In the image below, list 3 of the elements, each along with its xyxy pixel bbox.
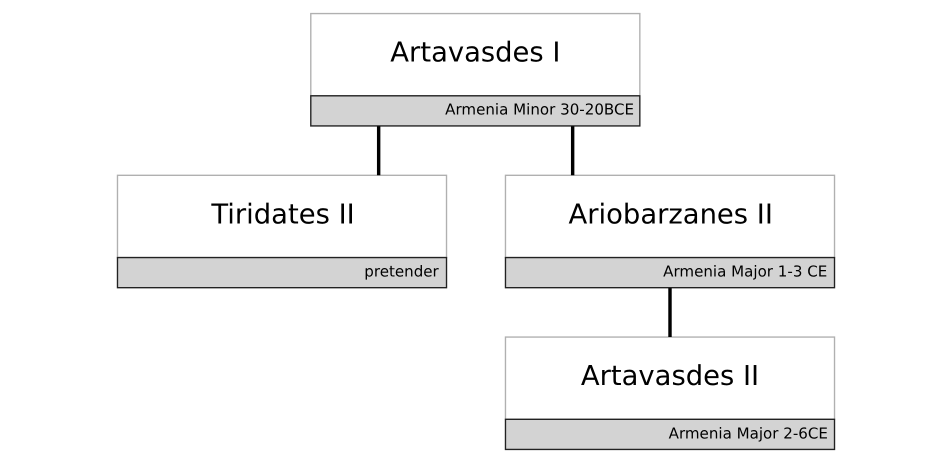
- connector: [668, 288, 672, 337]
- connector: [376, 126, 380, 176]
- connector: [570, 126, 574, 176]
